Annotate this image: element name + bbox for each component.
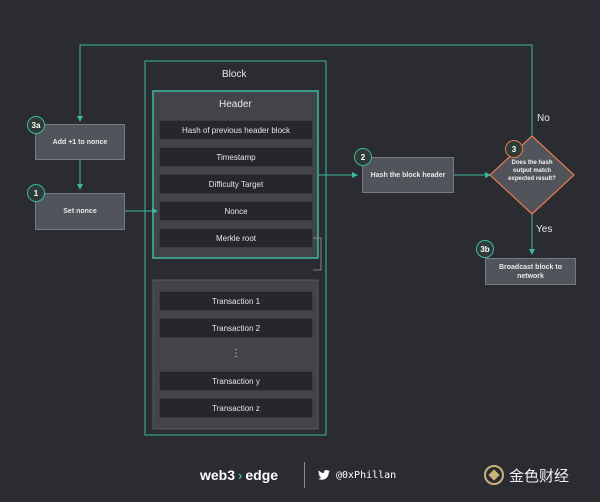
step-broadcast: Broadcast block to network [485, 258, 576, 285]
badge-3b: 3b [476, 240, 494, 258]
transaction-ellipsis: ⋮ [231, 347, 241, 359]
transaction-1: Transaction 1 [159, 291, 313, 311]
field-nonce: Nonce [159, 201, 313, 221]
block-title: Block [222, 69, 247, 80]
brand-chevron-icon: › [238, 467, 243, 483]
brand-web3: web3 [200, 467, 236, 483]
transaction-2: Transaction 2 [159, 318, 313, 338]
badge-3: 3 [505, 140, 523, 158]
watermark: 金色财经 [484, 463, 569, 487]
transaction-y: Transaction y [159, 371, 313, 391]
watermark-logo-icon [484, 465, 504, 485]
watermark-text: 金色财经 [509, 466, 570, 485]
brand-edge: edge [245, 467, 279, 483]
badge-3a: 3a [27, 116, 45, 134]
footer-divider [304, 462, 305, 488]
step-hash-header: Hash the block header [362, 157, 454, 193]
branch-no-label: No [537, 113, 550, 124]
block-frame [144, 60, 327, 436]
merkle-link [313, 237, 322, 271]
transaction-z: Transaction z [159, 398, 313, 418]
badge-1: 1 [27, 184, 45, 202]
field-merkle-root: Merkle root [159, 228, 313, 248]
field-prev-hash: Hash of previous header block [159, 120, 313, 140]
header-title: Header [219, 99, 252, 110]
twitter-handle: @0xPhillan [336, 469, 397, 481]
check-label: Does the hash output match expected resu… [508, 160, 556, 182]
badge-2: 2 [354, 148, 372, 166]
footer-brand: web3 › edge [200, 463, 278, 487]
twitter-icon [318, 470, 330, 480]
no-loop-arrow [77, 44, 533, 136]
step-add-nonce: Add +1 to nonce [35, 124, 125, 160]
branch-yes-label: Yes [536, 224, 553, 235]
field-timestamp: Timestamp [159, 147, 313, 167]
field-difficulty: Difficulty Target [159, 174, 313, 194]
step-set-nonce: Set nonce [35, 193, 125, 230]
footer-twitter: @0xPhillan [318, 463, 396, 487]
